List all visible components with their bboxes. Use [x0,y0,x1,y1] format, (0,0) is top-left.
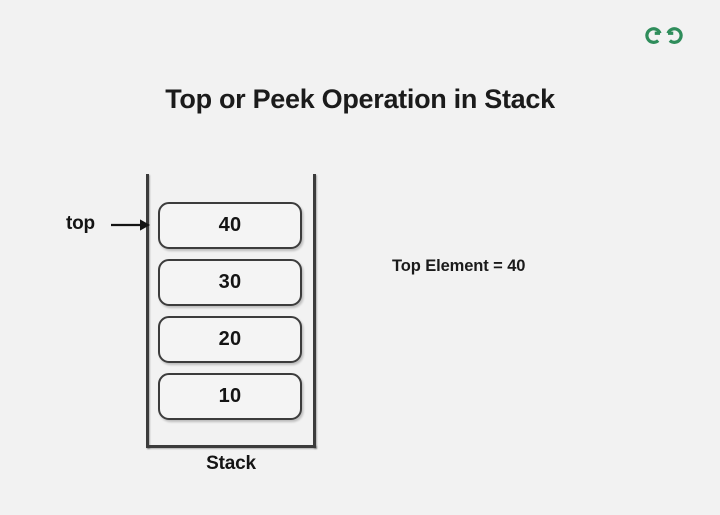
page-title: Top or Peek Operation in Stack [165,84,555,114]
stack-elements-list: 40 30 20 10 [158,202,302,430]
top-pointer-arrow-icon [111,216,151,234]
stack-element-value: 40 [218,214,242,236]
stack-element: 10 [158,373,302,420]
top-element-annotation: Top Element = 40 [392,257,526,275]
stack-element: 40 [158,202,302,249]
stack-caption: Stack [206,453,256,474]
stack-element: 20 [158,316,302,363]
stack-element: 30 [158,259,302,306]
stack-element-value: 10 [218,385,242,407]
top-pointer-label: top [66,213,95,234]
stack-wall-left [146,174,149,448]
stack-element-value: 30 [218,271,242,293]
geeksforgeeks-logo [645,22,683,52]
stack-element-value: 20 [218,328,242,350]
stack-wall-right [313,174,316,448]
stack-container [146,174,316,448]
stack-wall-bottom [146,445,316,448]
